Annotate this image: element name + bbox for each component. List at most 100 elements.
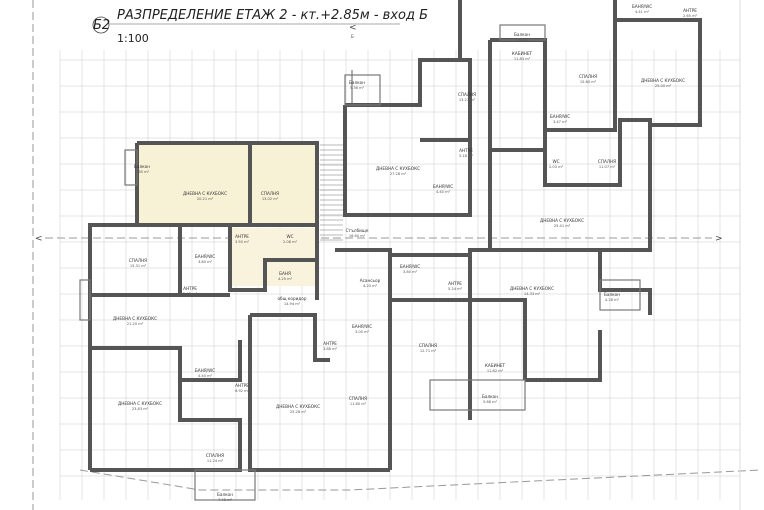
room-label: WC2.03 m² <box>549 159 564 169</box>
room-name: Балкон <box>134 164 150 169</box>
room-name: БАНЯ <box>279 271 291 276</box>
room-area: 11.83 m² <box>514 57 531 61</box>
room-area: 3.47 m² <box>553 120 568 124</box>
staircase <box>320 144 343 241</box>
room-area: 2.65 m² <box>135 170 150 174</box>
room-name: Асансьор <box>360 278 381 283</box>
walls <box>88 0 702 472</box>
room-area: 11.80 m² <box>350 402 367 406</box>
room-area: 2.80 m² <box>515 38 530 42</box>
room-area: 14.33 m² <box>524 292 541 296</box>
section-cut-arrow: < <box>349 23 357 33</box>
room-name: ДНЕВНА С КУХБОКС <box>540 218 584 223</box>
highlighted-apartment-bath <box>230 228 316 286</box>
room-area: 25.28 m² <box>290 410 307 414</box>
plan-scale: 1:100 <box>117 32 149 45</box>
room-name: ДНЕВНА С КУХБОКС <box>510 286 554 291</box>
room-area: 15.31 m² <box>130 264 147 268</box>
room-name: Балкон <box>482 394 498 399</box>
room-name: СПАЛНЯ <box>579 74 597 79</box>
room-area: 5.68 m² <box>483 400 498 404</box>
section-arrow-right: > <box>715 234 723 244</box>
room-area: 25.41 m² <box>554 224 571 228</box>
room-name: СПАЛНЯ <box>458 92 476 97</box>
room-area: 27.28 m² <box>390 172 407 176</box>
room-label: БАНЯ/WC4.40 m² <box>433 184 453 194</box>
room-area: 15.80 m² <box>580 80 597 84</box>
room-name: СПАЛНЯ <box>206 453 224 458</box>
room-name: АНТРЕ <box>683 8 697 13</box>
room-name: СПАЛНЯ <box>598 159 616 164</box>
room-area: 5.36 m² <box>350 86 365 90</box>
section-cut-label: Б <box>351 34 354 39</box>
room-name: КАБИНЕТ <box>485 363 506 368</box>
plan-marker-circle <box>92 16 110 34</box>
room-name: СПАЛНЯ <box>261 191 279 196</box>
room-label: БАНЯ/WC3.00 m² <box>352 324 372 334</box>
highlighted-apartment <box>137 143 317 225</box>
room-name: АНТРЕ <box>235 383 249 388</box>
room-name: Балкон <box>604 292 620 297</box>
room-area: 13.02 m² <box>262 197 279 201</box>
room-area: 3.80 m² <box>198 260 213 264</box>
room-label: БАНЯ/WC3.80 m² <box>400 264 420 274</box>
room-area: 2.65 m² <box>683 14 698 18</box>
room-area: 5.24 m² <box>448 287 463 291</box>
room-label: БАНЯ/WC3.80 m² <box>195 254 215 264</box>
room-area: 23.83 m² <box>132 407 149 411</box>
room-name: WC <box>286 234 293 239</box>
room-name: АНТРЕ <box>459 148 473 153</box>
room-name: Стълбище <box>346 228 369 233</box>
room-name: АНТРЕ <box>183 286 197 291</box>
room-name: общ коридор <box>277 296 306 301</box>
room-area: 13.27 m² <box>459 98 476 102</box>
room-name: СПАЛНЯ <box>419 343 437 348</box>
room-name: ДНЕВНА С КУХБОКС <box>118 401 162 406</box>
room-name: Балкон <box>217 492 233 497</box>
room-name: БАНЯ/WC <box>195 254 215 259</box>
room-area: 3.50 m² <box>235 240 250 244</box>
room-name: БАНЯ/WC <box>433 184 453 189</box>
room-area: 4.20 m² <box>363 284 378 288</box>
room-label: WC2.08 m² <box>283 234 298 244</box>
room-name: АНТРЕ <box>235 234 249 239</box>
room-area: 20.21 m² <box>197 197 214 201</box>
room-area: 3.80 m² <box>403 270 418 274</box>
room-name: БАНЯ/WC <box>352 324 372 329</box>
room-label: БАНЯ/WC3.47 m² <box>550 114 570 124</box>
room-name: ДНЕВНА С КУХБОКС <box>641 78 685 83</box>
room-area: 2.08 m² <box>283 240 298 244</box>
room-name: АНТРЕ <box>448 281 462 286</box>
grid-lines <box>59 50 740 500</box>
room-name: ДНЕВНА С КУХБОКС <box>276 404 320 409</box>
room-area: 21.20 m² <box>127 322 144 326</box>
room-label: БАНЯ/WC4.41 m² <box>632 4 652 14</box>
room-label: БАНЯ/WC4.40 m² <box>195 368 215 378</box>
room-area: 7.48 m² <box>218 498 233 502</box>
room-area: 11.07 m² <box>599 165 616 169</box>
room-name: БАНЯ/WC <box>550 114 570 119</box>
room-name: ДНЕВНА С КУХБОКС <box>183 191 227 196</box>
room-name: СПАЛНЯ <box>129 258 147 263</box>
